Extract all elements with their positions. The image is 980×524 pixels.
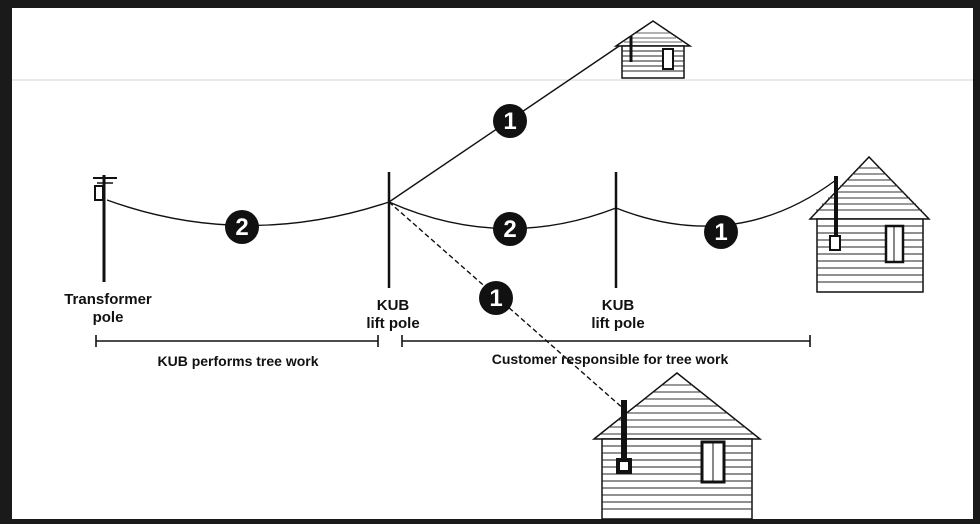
badge-top-service: 1 bbox=[493, 104, 527, 138]
lift-pole-2-label-line1: KUB bbox=[602, 297, 635, 314]
lift-pole-1-label-line2: lift pole bbox=[366, 315, 419, 332]
house-bottom bbox=[591, 372, 763, 520]
window-icon bbox=[662, 48, 674, 70]
badge-primary-span: 2 bbox=[225, 210, 259, 244]
badge-bottom-service: 1 bbox=[479, 281, 513, 315]
transformer-label-line2: pole bbox=[93, 309, 124, 326]
badge-top-service-text: 1 bbox=[503, 108, 516, 135]
badge-secondary-span: 2 bbox=[493, 212, 527, 246]
badge-primary-span-text: 2 bbox=[235, 214, 248, 241]
bottom-service-wire bbox=[388, 201, 626, 411]
lift-pole-1-label-line1: KUB bbox=[377, 297, 410, 314]
frame-left bbox=[0, 0, 12, 524]
house-right bbox=[808, 155, 931, 293]
meter-icon bbox=[829, 235, 841, 251]
house-top bbox=[613, 20, 693, 79]
badge-right-service-text: 1 bbox=[714, 219, 727, 246]
transformer-icon bbox=[94, 185, 104, 201]
frame-top bbox=[0, 0, 980, 8]
frame-right bbox=[973, 0, 980, 524]
kub-bracket bbox=[95, 335, 379, 347]
kub-work-label: KUB performs tree work bbox=[157, 353, 318, 369]
transformer-pole bbox=[93, 175, 117, 282]
badge-secondary-span-text: 2 bbox=[503, 216, 516, 243]
badge-right-service: 1 bbox=[704, 215, 738, 249]
lift-pole-2-label-line2: lift pole bbox=[591, 315, 644, 332]
badge-bottom-service-text: 1 bbox=[489, 285, 502, 312]
transformer-label-line1: Transformer bbox=[64, 291, 152, 308]
customer-work-label: Customer responsible for tree work bbox=[492, 351, 729, 367]
customer-bracket bbox=[401, 335, 811, 347]
frame-bottom bbox=[0, 519, 980, 524]
